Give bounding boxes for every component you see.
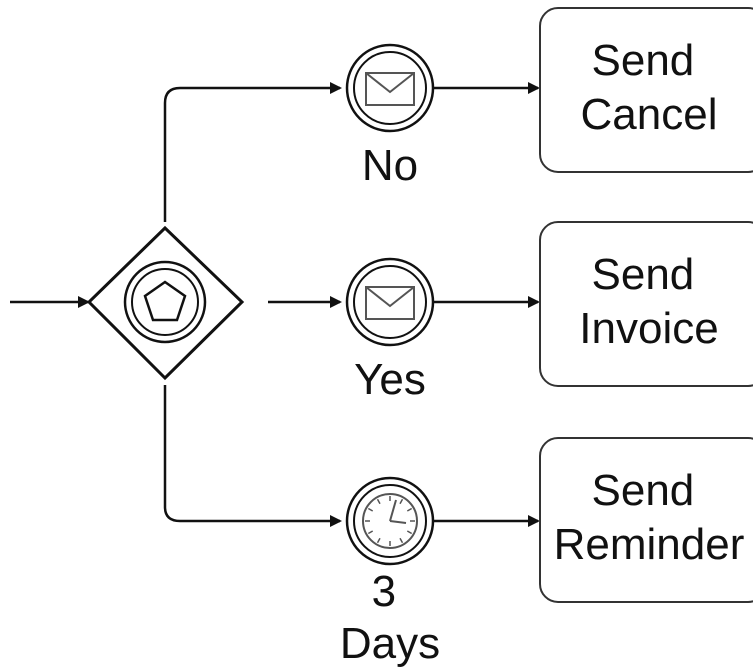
task-send-reminder[interactable]: Send Reminder — [539, 437, 753, 603]
flow-gateway-to-timer-event — [163, 385, 342, 527]
message-event-yes[interactable] — [345, 257, 435, 347]
pentagon-icon — [143, 280, 187, 322]
event-label-no: No — [362, 141, 418, 190]
task-send-invoice[interactable]: Send Invoice — [539, 221, 753, 387]
flow-gateway-to-no-event — [163, 82, 342, 222]
event-label-yes: Yes — [354, 355, 426, 404]
task-label-send-cancel: Send Cancel — [581, 36, 718, 139]
envelope-icon — [365, 286, 415, 320]
clock-icon — [362, 493, 418, 549]
envelope-icon — [365, 72, 415, 106]
task-send-cancel[interactable]: Send Cancel — [539, 7, 753, 173]
task-label-send-reminder: Send Reminder — [554, 466, 745, 569]
task-label-send-invoice: Send Invoice — [579, 250, 718, 353]
timer-event-3-days[interactable] — [345, 476, 435, 566]
event-based-gateway[interactable] — [86, 225, 245, 381]
message-event-no[interactable] — [345, 43, 435, 133]
event-label-3-days: 3 Days — [340, 567, 440, 667]
